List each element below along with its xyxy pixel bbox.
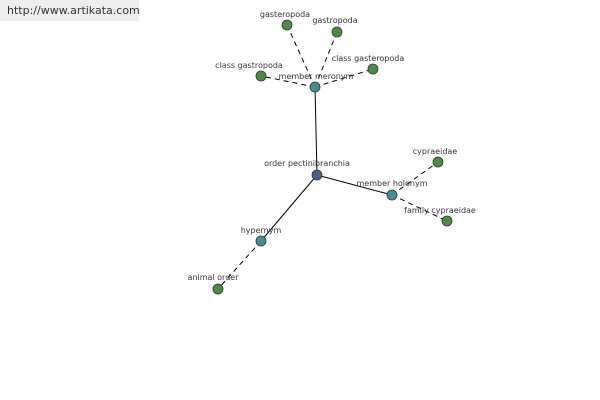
edge-member-holonym-cypraeidae: [391, 161, 439, 196]
label-root: order pectinibranchia: [264, 159, 350, 168]
edge-root-member-meronym: [314, 86, 318, 176]
graph-edges: [217, 24, 448, 290]
edge-member-holonym-family-cypraeidae: [391, 194, 448, 222]
node-family-cypraeidae[interactable]: [441, 215, 453, 227]
edge-root-member-holonym: [316, 174, 393, 196]
label-gasteropoda: gasteropoda: [260, 10, 310, 19]
graph-nodes: [212, 19, 453, 295]
label-member-meronym: member meronym: [279, 72, 354, 81]
edge-member-meronym-gastropoda: [314, 31, 338, 88]
node-class-gasteropoda[interactable]: [367, 63, 379, 75]
watermark-url: http://www.artikata.com: [0, 0, 140, 21]
label-member-holonym: member holonym: [356, 179, 427, 188]
label-gastropoda: gastropoda: [312, 16, 357, 25]
node-cypraeidae[interactable]: [432, 156, 444, 168]
edge-member-meronym-gasteropoda: [286, 24, 316, 88]
node-gastropoda[interactable]: [331, 26, 343, 38]
node-hypernym[interactable]: [255, 235, 267, 247]
edge-member-meronym-class-gastropoda: [260, 75, 316, 88]
node-member-meronym[interactable]: [309, 81, 321, 93]
label-class-gasteropoda: class gasteropoda: [332, 54, 405, 63]
edge-root-hypernym: [260, 174, 318, 242]
label-family-cypraeidae: family cypraeidae: [404, 206, 476, 215]
edge-member-meronym-class-gasteropoda: [314, 68, 374, 88]
label-class-gastropoda: class gastropoda: [215, 61, 283, 70]
node-class-gastropoda[interactable]: [255, 70, 267, 82]
label-animal-order: animal order: [188, 273, 240, 282]
node-animal-order[interactable]: [212, 283, 224, 295]
label-hypernym: hypernym: [241, 226, 282, 235]
label-cypraeidae: cypraeidae: [413, 147, 458, 156]
edge-hypernym-animal-order: [217, 240, 262, 290]
node-root[interactable]: [311, 169, 323, 181]
node-member-holonym[interactable]: [386, 189, 398, 201]
node-gasteropoda[interactable]: [281, 19, 293, 31]
